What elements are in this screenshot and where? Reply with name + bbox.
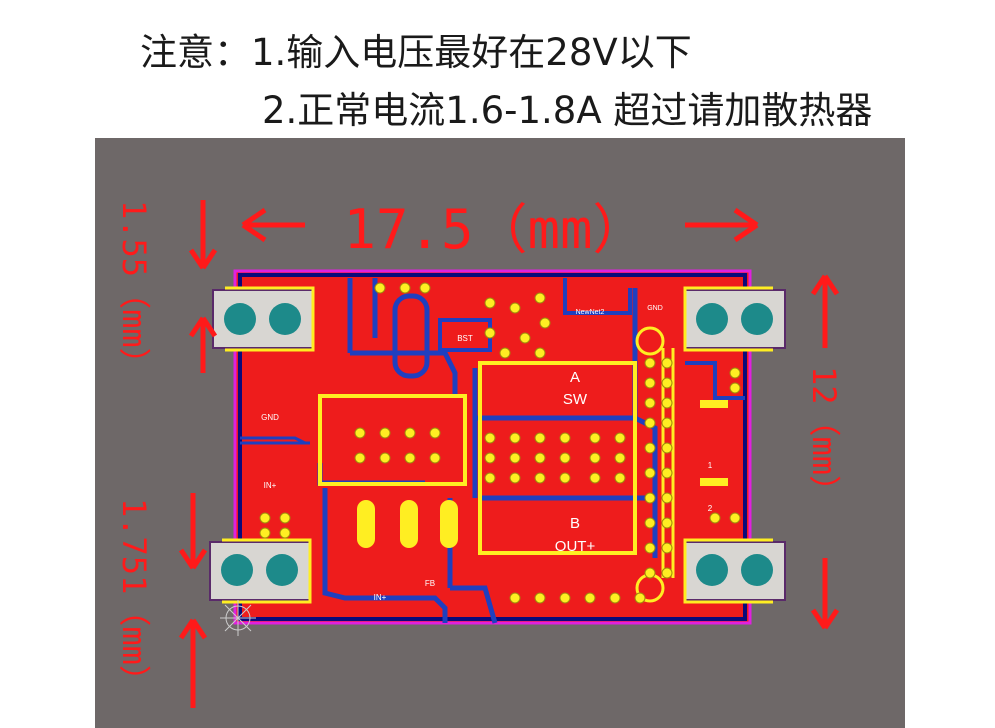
smd-pad	[700, 400, 728, 408]
dimension-height-label: 12（mm）	[805, 366, 843, 507]
diode-keepout	[392, 293, 430, 379]
terminal-top-left	[212, 286, 315, 352]
pin1-marker	[635, 326, 665, 356]
silk-fb: FB	[425, 579, 435, 588]
dimension-bottom-offset-label: 1.751（mm）	[115, 498, 153, 697]
terminal-top-right	[683, 286, 786, 352]
dimension-top-offset-label: 1.55（mm）	[115, 200, 153, 380]
copper-trace	[240, 436, 310, 445]
note-line-1: 注意：1.输入电压最好在28V以下	[140, 31, 692, 74]
silk-in-plus: IN+	[264, 481, 277, 490]
silk-in-plus-2: IN+	[374, 593, 387, 602]
terminal-bottom-left	[209, 538, 312, 604]
capacitor-pad	[440, 500, 458, 548]
terminal-bottom-right	[683, 538, 786, 604]
net-label-sw: SW	[563, 391, 588, 408]
dimension-width	[241, 207, 759, 243]
net-label-a: A	[570, 369, 580, 386]
silk-bst: BST	[457, 334, 473, 343]
capacitor-pad	[400, 500, 418, 548]
via-grid	[259, 282, 741, 604]
capacitor-pad	[357, 500, 375, 548]
dimension-bottom-offset	[178, 493, 208, 708]
net-label-b: B	[570, 515, 580, 532]
inductor-silk	[318, 394, 467, 486]
dimension-width-label: 17.5（mm）	[343, 198, 646, 261]
pcb-layout-diagram: A SW B OUT+ GND IN+ IN+ FB NewNet2 GND B…	[95, 138, 905, 728]
silk-pin-1: 1	[708, 461, 713, 470]
silk-gnd-left: GND	[261, 413, 279, 422]
copper-trace	[563, 278, 745, 400]
dimension-top-offset	[188, 200, 218, 373]
note-line-2: 2.正常电流1.6-1.8A 超过请加散热器	[262, 89, 873, 132]
chip-silk	[478, 361, 637, 555]
dimension-height	[810, 274, 840, 630]
net-label-out: OUT+	[555, 538, 596, 555]
origin-marker	[220, 600, 256, 636]
smd-pad	[700, 478, 728, 486]
silk-newnet: NewNet2	[576, 309, 605, 316]
silk-pin-2: 2	[708, 504, 713, 513]
copper-trace	[322, 488, 448, 623]
silk-gnd-right: GND	[647, 305, 663, 312]
copper-trace	[317, 278, 458, 486]
